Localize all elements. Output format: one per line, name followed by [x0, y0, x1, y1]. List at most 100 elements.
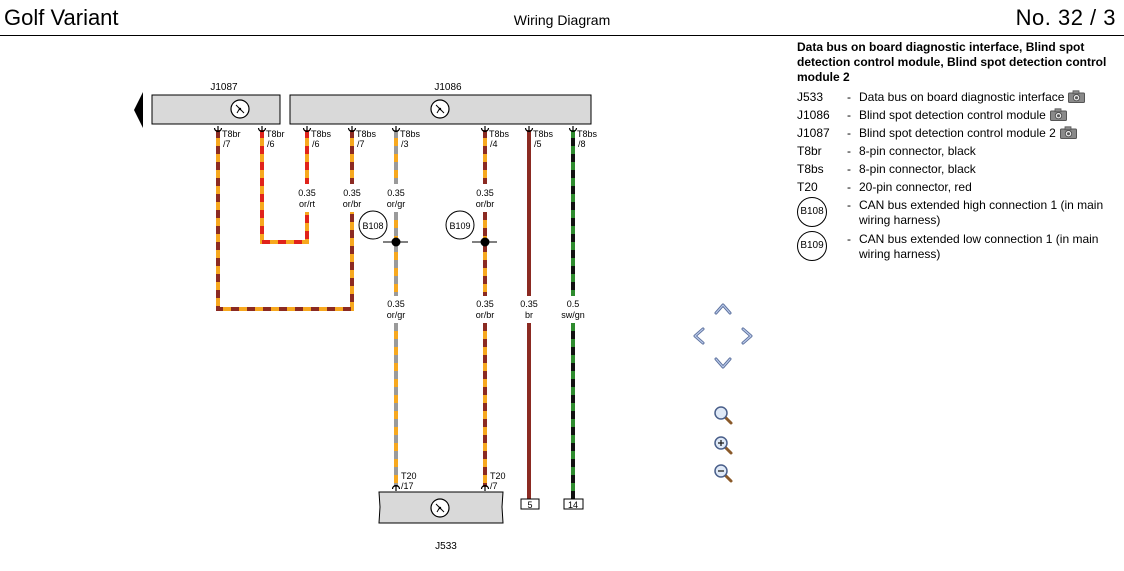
legend-code: J533 [797, 90, 824, 104]
legend-dash: - [847, 126, 851, 140]
b109-circle [445, 210, 475, 240]
chevron-down-icon[interactable] [712, 352, 734, 374]
wire-size-label: 0.35 [476, 188, 494, 198]
pin-label: /17 [401, 481, 414, 491]
legend-dash: - [847, 232, 851, 246]
wire-color-label: or/br [476, 310, 495, 320]
pin-connector [347, 125, 357, 133]
j1086-label: J1086 [434, 82, 462, 93]
legend-desc: CAN bus extended high connection 1 (in m… [859, 198, 1104, 227]
wire-color-label: sw/gn [561, 310, 585, 320]
page-title: Wiring Diagram [513, 12, 611, 28]
pin-connector [480, 484, 490, 492]
camera-icon[interactable] [1049, 108, 1067, 121]
terminal-5-box[interactable] [520, 498, 540, 510]
wire-color-label: or/gr [387, 310, 406, 320]
pin-connector [524, 125, 534, 133]
wire-or-br-j1087-stripe [216, 130, 354, 311]
zoom-fit-icon[interactable] [712, 404, 734, 426]
legend-desc: Data bus on board diagnostic interface [859, 90, 1065, 104]
control-module-symbol [430, 99, 450, 119]
legend-code: T8bs [797, 162, 824, 176]
control-module-symbol [230, 99, 250, 119]
gateway-symbol [430, 498, 450, 518]
pin-connector [302, 125, 312, 133]
legend-code: J1086 [797, 108, 830, 122]
wire-or-rt-stripe [260, 130, 309, 244]
legend-dash: - [847, 90, 851, 104]
camera-icon[interactable] [1059, 126, 1077, 139]
chevron-left-icon[interactable] [688, 325, 710, 347]
chevron-right-icon[interactable] [736, 325, 758, 347]
wire-size-label: 0.35 [387, 188, 405, 198]
wire-color-label: br [525, 310, 533, 320]
pin-label: /4 [490, 139, 498, 149]
terminal-14-label: 14 [568, 500, 578, 510]
b109-label: B109 [449, 221, 470, 231]
wire-size-label: 0.35 [520, 299, 538, 309]
wiring-diagram: J1087 J1086 J533 [134, 82, 598, 552]
pin-label: T8bs [533, 129, 554, 139]
legend-dash: - [847, 144, 851, 158]
wire-or-br-j1087 [216, 130, 354, 311]
wire-color-label: or/rt [299, 199, 316, 209]
pin-connector [213, 125, 223, 133]
legend-dash: - [847, 198, 851, 212]
pin-connector [480, 125, 490, 133]
wire-color-label: or/br [476, 199, 495, 209]
j1087-label: J1087 [210, 82, 238, 93]
wire-size-label: 0.35 [298, 188, 316, 198]
b108-label: B108 [362, 221, 383, 231]
header-rule [0, 35, 1124, 36]
wire-color-label: or/br [343, 199, 362, 209]
pin-connector [391, 484, 401, 492]
legend-dash: - [847, 162, 851, 176]
legend-desc: CAN bus extended low connection 1 (in ma… [859, 232, 1099, 261]
legend-desc-container: Blind spot detection control module 2 [859, 124, 1117, 141]
legend-item: T8bs - 8-pin connector, black [797, 160, 1119, 178]
pin-label: /7 [357, 139, 365, 149]
wire-size-label: 0.35 [343, 188, 361, 198]
camera-icon[interactable] [1068, 90, 1086, 103]
zoom-in-icon[interactable] [712, 434, 734, 456]
pin-label: T8bs [577, 129, 598, 139]
chevron-up-icon[interactable] [712, 298, 734, 320]
legend-code: T8br [797, 144, 822, 158]
pin-label: /6 [267, 139, 275, 149]
legend-circle: B108 [797, 197, 827, 227]
legend-item: J533 - Data bus on board diagnostic inte… [797, 88, 1119, 106]
pin-label: T8bs [489, 129, 510, 139]
terminal-14-box[interactable] [563, 498, 584, 510]
legend-circle: B109 [797, 231, 827, 261]
legend-item: B109 - CAN bus extended low connection 1… [797, 230, 1119, 264]
legend-desc-container: Blind spot detection control module [859, 106, 1117, 123]
junction-dot [480, 237, 490, 247]
legend-title: Data bus on board diagnostic interface, … [797, 40, 1107, 84]
pin-connector [257, 125, 267, 133]
page-number: No. 32 / 3 [1015, 5, 1116, 30]
pin-label: /5 [534, 139, 542, 149]
legend-item: T20 - 20-pin connector, red [797, 178, 1119, 196]
legend-code: T20 [797, 180, 818, 194]
legend-desc: Blind spot detection control module 2 [859, 126, 1056, 140]
pin-label: T8bs [400, 129, 421, 139]
pin-label: T8br [266, 129, 285, 139]
legend-item: B108 - CAN bus extended high connection … [797, 196, 1119, 230]
legend-desc: Blind spot detection control module [859, 108, 1046, 122]
j533-label: J533 [435, 541, 457, 552]
zoom-out-icon[interactable] [712, 462, 734, 484]
legend-desc: 20-pin connector, red [859, 180, 972, 194]
pin-connector [568, 125, 578, 133]
legend-desc-container: Data bus on board diagnostic interface [859, 88, 1117, 105]
continuation-arrow [134, 92, 143, 128]
legend-item: J1086 - Blind spot detection control mod… [797, 106, 1119, 124]
j1087-box [151, 94, 281, 125]
wire-size-label: 0.5 [567, 299, 580, 309]
wire-color-label: or/gr [387, 199, 406, 209]
wire-size-label: 0.35 [387, 299, 405, 309]
pin-label: /6 [312, 139, 320, 149]
legend-dash: - [847, 108, 851, 122]
pin-label: /7 [223, 139, 231, 149]
legend-code: J1087 [797, 126, 830, 140]
pin-label: T8bs [356, 129, 377, 139]
